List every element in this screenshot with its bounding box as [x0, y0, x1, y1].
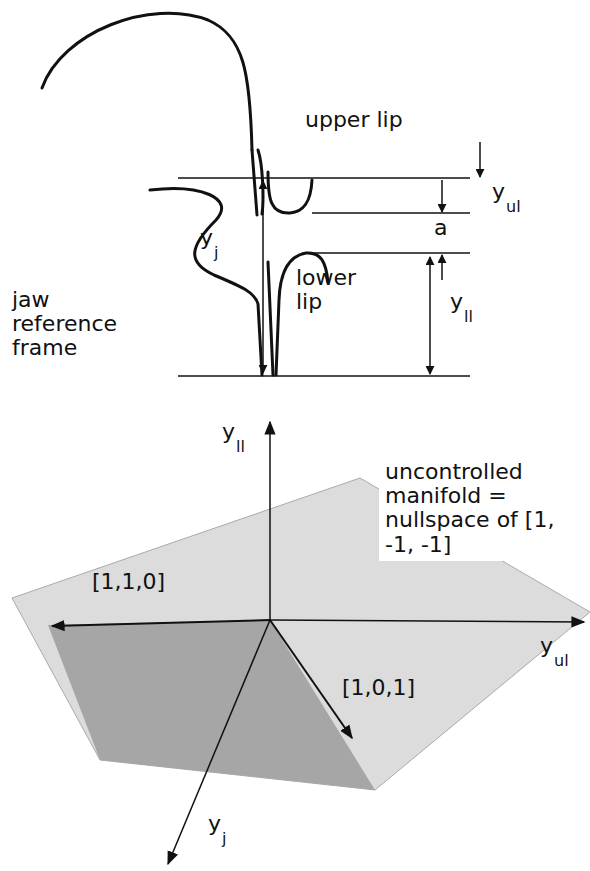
axis-subscript: ll [236, 438, 245, 456]
axis-label: y [540, 634, 553, 658]
part-label: upper lip [305, 108, 403, 132]
axis-subscript: j [222, 830, 226, 848]
dimension-arrows [263, 142, 480, 374]
variable-name: a [434, 216, 447, 240]
basis-vectors [52, 620, 352, 738]
manifold-note: uncontrolled manifold = nullspace of [1,… [379, 456, 586, 561]
variable-subscript: j [214, 244, 218, 262]
variable-subscript: ll [464, 308, 473, 326]
reference-lines [178, 178, 470, 376]
variable-name: y [200, 226, 213, 250]
variable-name: y [492, 180, 505, 204]
axis-subscript: ul [554, 652, 569, 670]
vector-label: [1,0,1] [342, 676, 415, 700]
axis-label: y [208, 812, 221, 836]
vector-label: [1,1,0] [92, 570, 165, 594]
part-label: jaw reference frame [12, 288, 142, 361]
axis-label: y [222, 420, 235, 444]
part-label: lower lip [296, 266, 358, 314]
variable-name: y [450, 290, 463, 314]
variable-subscript: ul [506, 198, 521, 216]
